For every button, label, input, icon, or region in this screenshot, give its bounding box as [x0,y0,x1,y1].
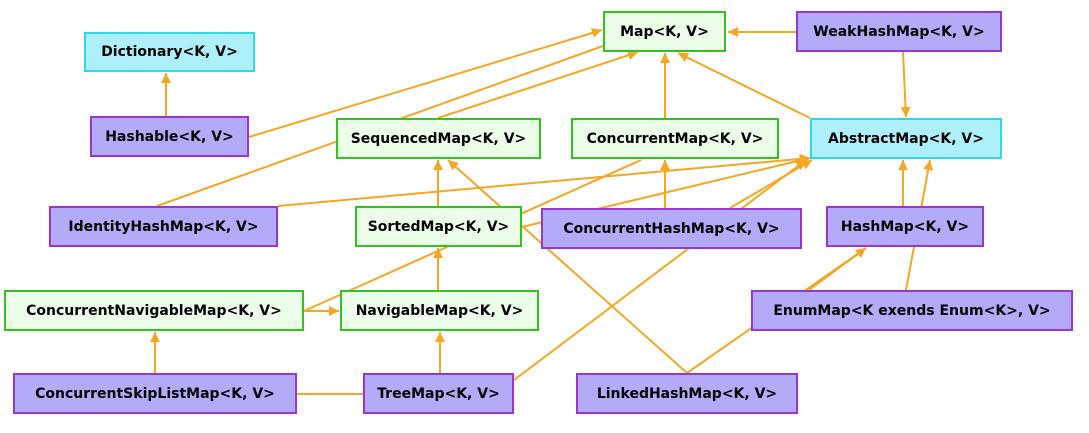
edge-treemap-to-abstractmap [513,159,807,381]
edge-hashable-to-map [248,29,603,138]
node-concurrentmap: ConcurrentMap<K, V> [571,118,779,159]
arrowhead-hashmap-to-abstractmap [898,160,908,170]
edge-concurrenthashmap-to-abstractmap [729,159,813,209]
arrowhead-sequencedmap-to-map [626,50,638,60]
node-linkedhashmap: LinkedHashMap<K, V> [576,373,798,414]
edge-weakhashmap-to-abstractmap [902,51,907,118]
node-map: Map<K, V> [603,11,726,52]
edge-enummap-to-hashmap [808,247,867,291]
arrowhead-concurrentskiplistmap-to-concurrentnavigablemap [150,332,160,342]
node-hashmap: HashMap<K, V> [826,206,984,247]
arrowhead-navigablemap-to-sortedmap [433,248,443,258]
arrowhead-concurrentmap-to-map [660,53,670,63]
node-weakhashmap: WeakHashMap<K, V> [796,11,1002,52]
arrowhead-hashable-to-map [590,28,602,38]
node-sequencedmap: SequencedMap<K, V> [336,118,541,159]
node-concurrenthashmap: ConcurrentHashMap<K, V> [541,208,802,249]
arrowhead-weakhashmap-to-map [728,27,738,37]
node-sortedmap: SortedMap<K, V> [355,206,522,247]
edge-identityhashmap-to-abstractmap [277,157,811,207]
node-concurrentskiplistmap: ConcurrentSkipListMap<K, V> [13,373,297,414]
node-abstractmap: AbstractMap<K, V> [810,118,1002,159]
node-concurrentnavigablemap: ConcurrentNavigableMap<K, V> [4,290,304,331]
node-navigablemap: NavigableMap<K, V> [340,290,539,331]
node-enummap: EnumMap<K exends Enum<K>, V> [751,290,1073,331]
node-hashable: Hashable<K, V> [90,116,249,157]
arrowhead-concurrentnavigablemap-to-navigablemap [329,306,339,316]
arrowhead-hashable-to-dictionary [161,73,171,83]
node-treemap: TreeMap<K, V> [363,373,514,414]
arrowhead-treemap-to-abstractmap [795,160,806,171]
node-dictionary: Dictionary<K, V> [84,32,255,72]
arrowhead-weakhashmap-to-abstractmap [900,106,911,117]
arrowhead-abstractmap-to-map [678,52,690,62]
arrowhead-sortedmap-to-sequencedmap [433,160,443,170]
arrowhead-linkedhashmap-to-sequencedmap [448,160,459,171]
edge-linkedhashmap-to-sequencedmap [447,159,688,374]
edge-abstractmap-to-map [677,52,811,119]
arrowhead-treemap-to-navigablemap [435,332,445,342]
arrowhead-enummap-to-hashmap [854,248,866,258]
edge-sequencedmap-to-map [437,51,639,119]
node-identityhashmap: IdentityHashMap<K, V> [49,206,278,247]
arrowhead-concurrenthashmap-to-concurrentmap [660,160,670,170]
arrowhead-enummap-to-abstractmap [923,160,934,171]
